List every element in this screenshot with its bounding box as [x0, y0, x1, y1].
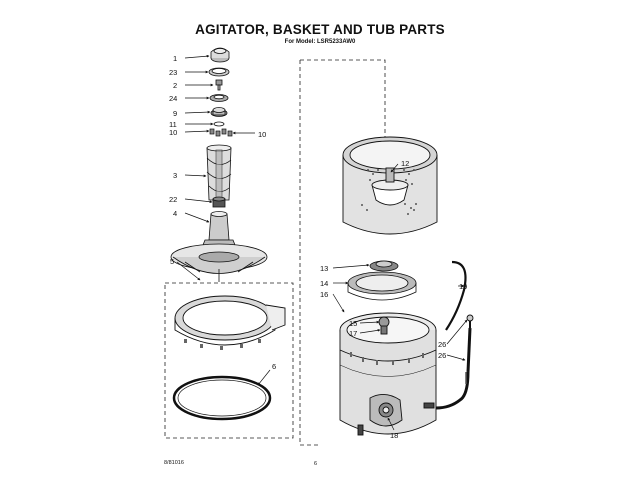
agitator-skirt	[170, 243, 268, 282]
part-number-labels: 1 23 2 24 9 11 10 10 3 22 4 5 6 12 13 14…	[169, 54, 467, 440]
assembly-connector-lines	[299, 59, 386, 446]
drive-block	[369, 260, 399, 272]
document-code: 8/81016	[164, 460, 184, 466]
label-part-17: 17	[349, 329, 357, 338]
page-title: AGITATOR, BASKET AND TUB PARTS	[195, 22, 445, 37]
model-subtitle: For Model: LSR5233AW0	[284, 39, 356, 45]
tub-seal-gasket	[172, 375, 272, 421]
leader-lines	[176, 54, 468, 431]
agitator-cap	[210, 47, 230, 63]
label-part-24: 24	[169, 94, 177, 103]
label-part-18: 18	[390, 431, 398, 440]
tub-ring	[174, 295, 286, 350]
agitator-bolt	[215, 79, 223, 91]
cap-seal-ring	[208, 67, 230, 77]
agitator-cam	[210, 107, 228, 117]
retainer-ring	[213, 121, 225, 127]
label-part-6: 6	[272, 362, 276, 371]
washer	[209, 94, 229, 102]
drain-hose	[435, 260, 474, 410]
drive-spline	[212, 196, 226, 208]
label-part-11: 11	[169, 120, 177, 129]
label-part-19: 19	[459, 282, 467, 291]
label-part-1: 1	[173, 54, 177, 63]
page-number: 6	[314, 461, 318, 467]
agitator-auger	[206, 144, 232, 201]
spin-bearing-ring	[347, 271, 417, 301]
label-part-26-lower: 26	[438, 351, 446, 360]
label-part-10-right: 10	[258, 130, 266, 139]
agitator-dogs	[209, 128, 233, 137]
label-part-12: 12	[401, 159, 409, 168]
label-part-23: 23	[169, 68, 177, 77]
label-part-2: 2	[173, 81, 177, 90]
label-part-10-left: 10	[169, 128, 177, 137]
label-part-26-upper: 26	[438, 340, 446, 349]
label-part-9: 9	[173, 109, 177, 118]
label-part-14: 14	[320, 279, 328, 288]
label-part-4: 4	[173, 209, 177, 218]
label-part-3: 3	[173, 171, 177, 180]
label-part-16: 16	[320, 290, 328, 299]
label-part-22: 22	[169, 195, 177, 204]
outer-tub	[339, 312, 437, 436]
label-part-15: 15	[349, 319, 357, 328]
wash-basket	[342, 136, 438, 235]
tub-ring-group-box	[164, 282, 294, 439]
label-part-13: 13	[320, 264, 328, 273]
label-part-5: 5	[170, 257, 174, 266]
